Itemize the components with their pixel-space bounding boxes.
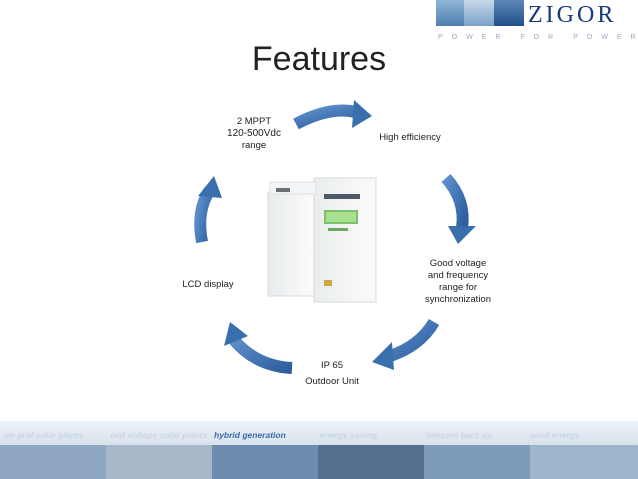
footer-label: telecom back up	[426, 430, 493, 440]
feature-efficiency: High efficiency	[368, 132, 452, 144]
feature-mppt: 2 MPPT 120-500Vdc range	[224, 116, 284, 152]
footer-label: hybrid generation	[214, 430, 286, 440]
feature-line: 120-500Vdc	[224, 128, 284, 140]
feature-line: range for	[416, 282, 500, 294]
feature-line: High efficiency	[368, 132, 452, 144]
footer-labels: on-grid solar plants mid voltage solar p…	[0, 430, 638, 444]
footer-label: energy saving	[320, 430, 377, 440]
feature-line: 2 MPPT	[224, 116, 284, 128]
curved-arrow-icon	[198, 176, 222, 242]
feature-line: IP 65	[296, 360, 368, 372]
feature-ip65: IP 65 Outdoor Unit	[296, 360, 368, 388]
feature-line: Good voltage	[416, 258, 500, 270]
footer-label: wind energy	[530, 430, 580, 440]
feature-line: LCD display	[176, 279, 240, 291]
curved-arrow-icon	[372, 322, 434, 370]
curved-arrow-icon	[224, 322, 292, 368]
feature-line: Outdoor Unit	[296, 376, 368, 388]
feature-line: range	[224, 140, 284, 152]
feature-line: and frequency	[416, 270, 500, 282]
curved-arrow-icon	[296, 100, 372, 128]
curved-arrow-icon	[446, 178, 476, 244]
feature-voltage: Good voltage and frequency range for syn…	[416, 258, 500, 306]
inverter-illustration	[268, 178, 376, 302]
footer-label: mid voltage solar plants	[110, 430, 207, 440]
feature-lcd: LCD display	[176, 279, 240, 291]
footer-label: on-grid solar plants	[4, 430, 83, 440]
feature-line: synchronization	[416, 294, 500, 306]
